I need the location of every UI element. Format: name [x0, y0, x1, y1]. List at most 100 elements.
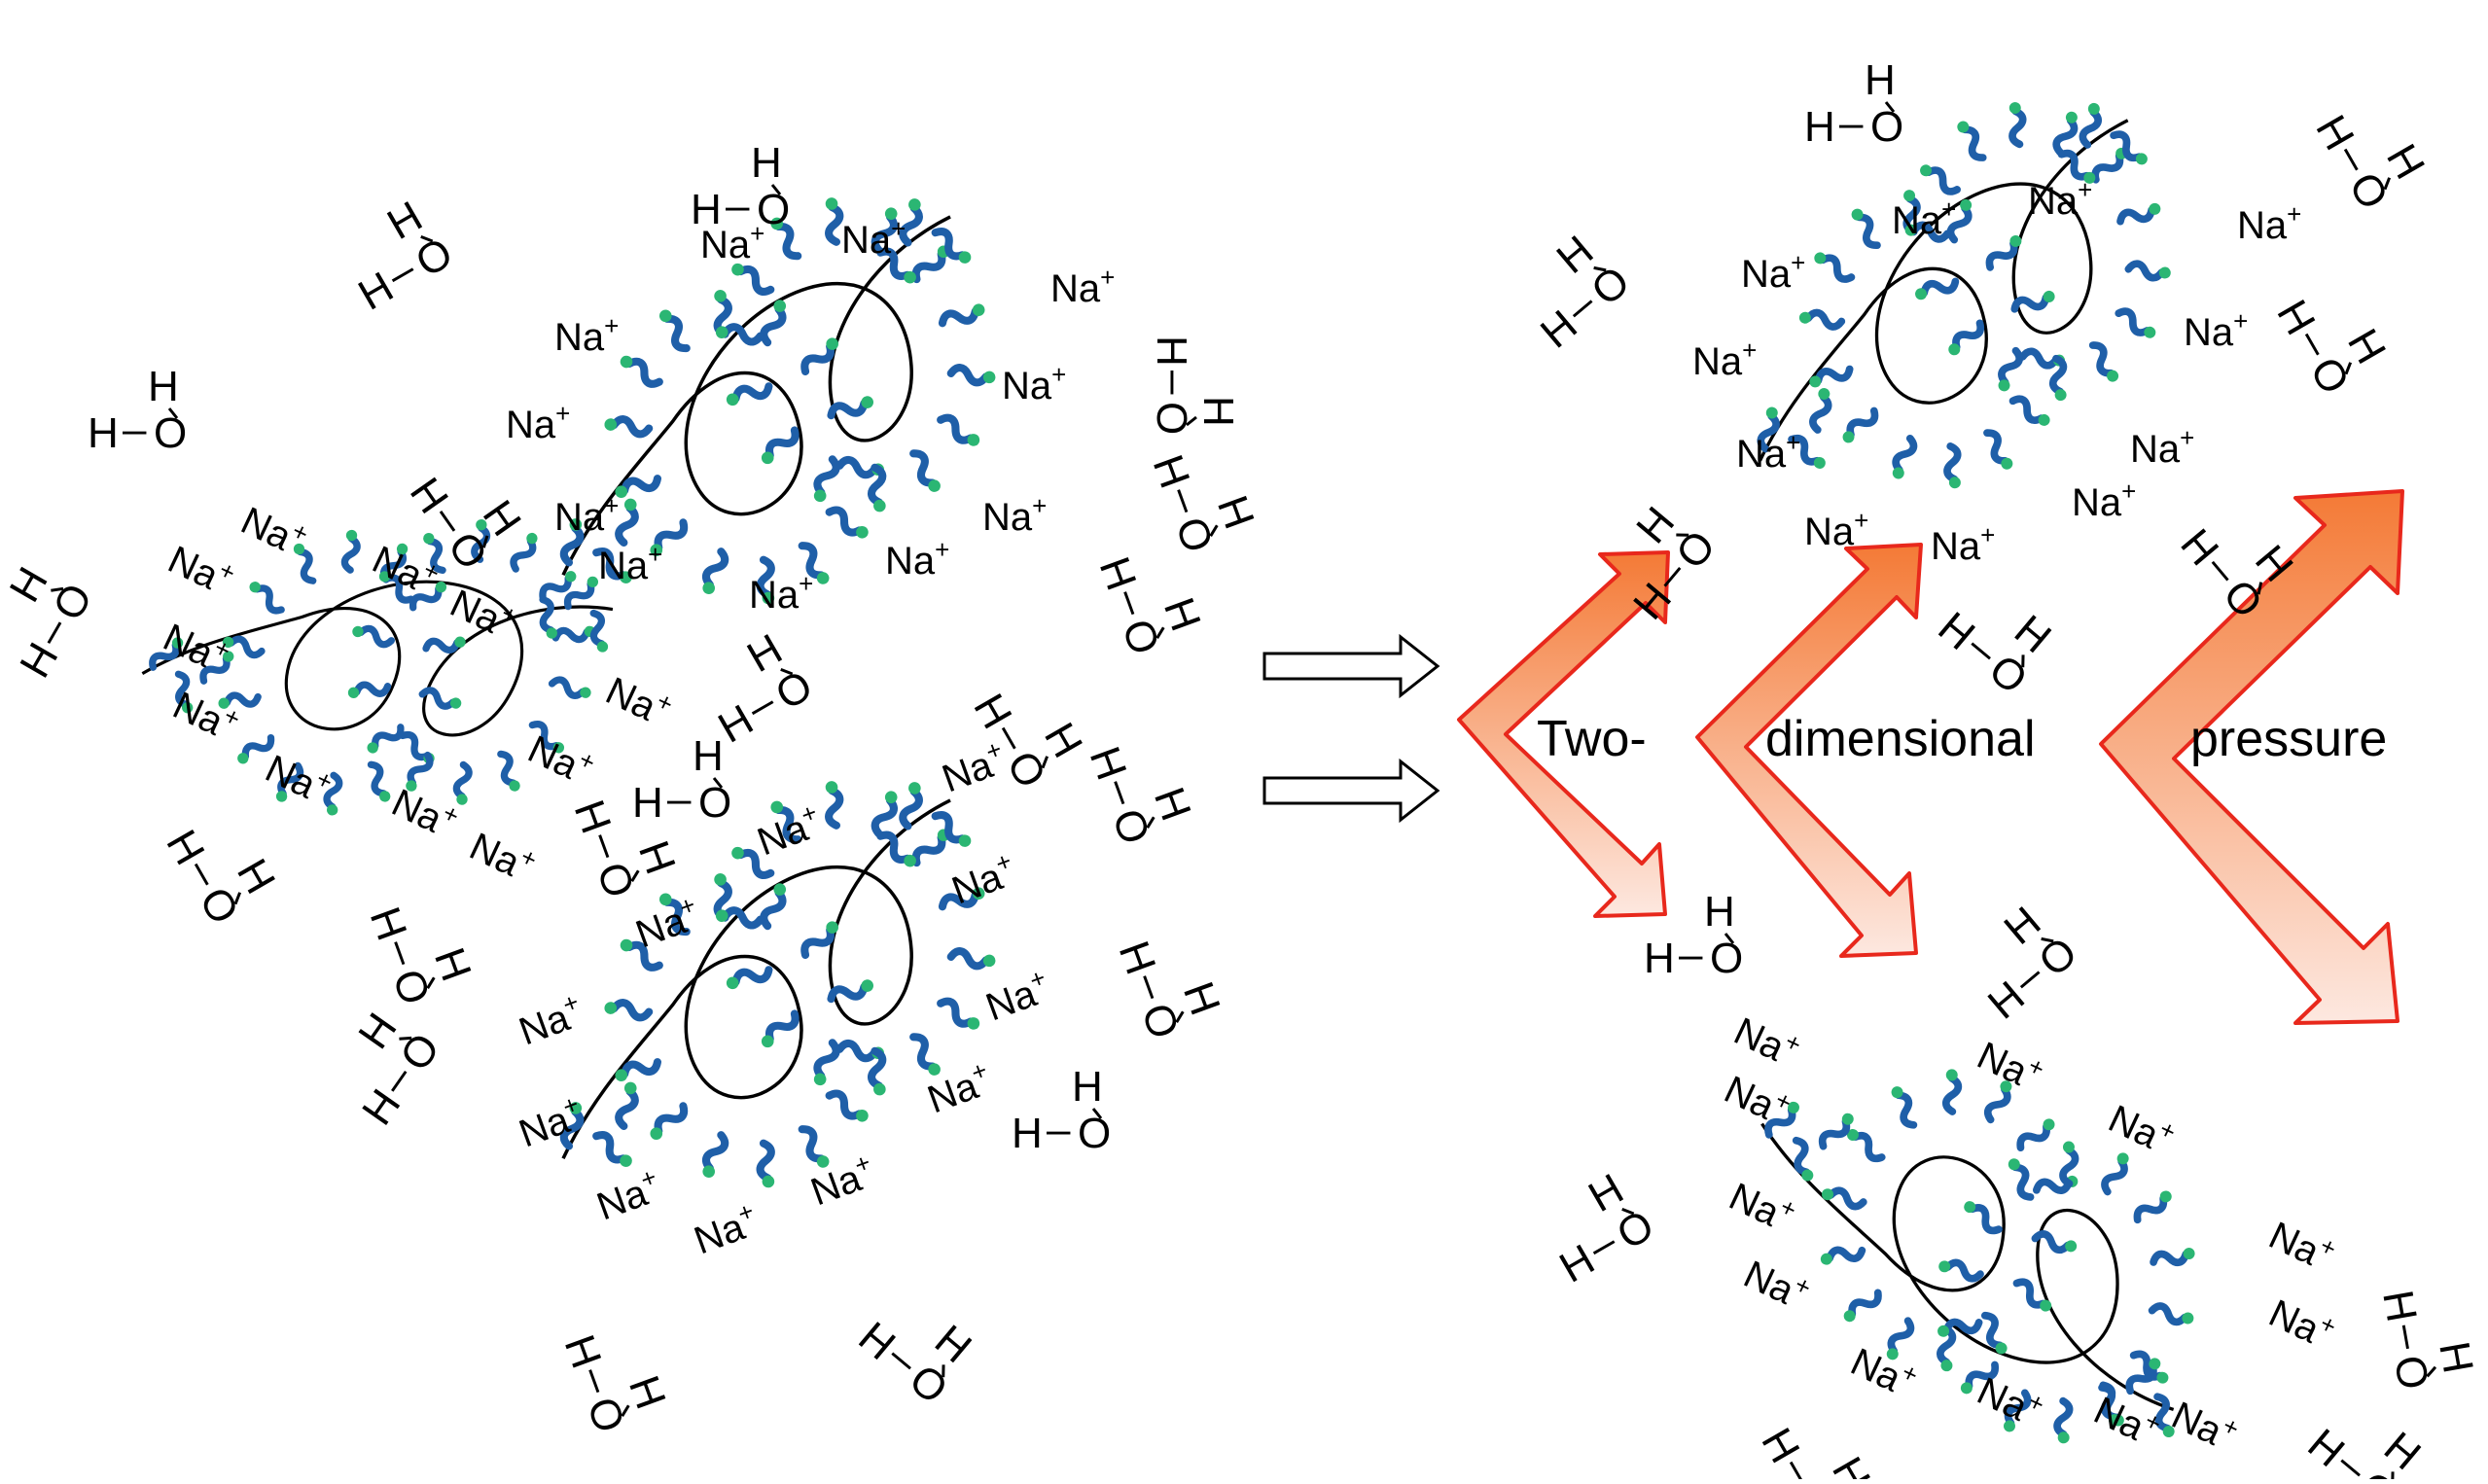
surfactant-chain	[1997, 349, 2022, 393]
surfactant-chain	[347, 681, 389, 700]
svg-text:H: H	[88, 409, 119, 457]
water-molecule-icon: H–OH	[632, 732, 731, 827]
sodium-ion-icon: Na+	[1002, 360, 1066, 407]
sodium-ion-icon: Na+	[161, 534, 240, 604]
micelle-icon	[473, 741, 1062, 1253]
water-molecule-icon: H–OH	[1110, 936, 1229, 1045]
surfactant-chain	[344, 530, 358, 571]
surfactant-chain	[950, 950, 996, 968]
svg-text:–: –	[667, 775, 692, 823]
surfactant-chain	[366, 762, 393, 804]
surfactant-chain	[725, 964, 771, 991]
surfactant-chain	[2016, 1116, 2057, 1153]
sodium-ion-icon: Na+	[2165, 1390, 2244, 1460]
surfactant-chain	[2057, 1401, 2070, 1444]
surfactant-chain	[618, 1081, 638, 1128]
svg-text:O: O	[698, 779, 731, 827]
surfactant-chain	[762, 881, 788, 928]
surfactant-chain	[1849, 206, 1882, 249]
sodium-ion-icon: Na+	[1971, 1030, 2049, 1100]
surfactant-chain	[1807, 364, 1851, 390]
svg-text:H: H	[1644, 935, 1675, 982]
sodium-ion-icon: Na+	[589, 1162, 666, 1229]
surfactant-chain	[2009, 396, 2052, 429]
surfactant-chain	[826, 1090, 871, 1124]
surfactant-chain	[1820, 1245, 1864, 1267]
surfactant-chain	[365, 723, 404, 756]
sodium-ion-icon: Na+	[982, 491, 1047, 539]
surfactant-chain	[247, 579, 285, 614]
water-molecule-icon: H–OH	[850, 1313, 980, 1413]
surfactant-chain	[907, 450, 942, 495]
water-molecule-icon: H–OH	[1, 559, 102, 686]
surfactant-chain	[1918, 162, 1961, 195]
sodium-ion-icon: Na+	[2130, 423, 2194, 471]
caption-dimensional: dimensional	[1765, 711, 2036, 767]
surfactant-chain	[1982, 430, 2015, 473]
surfactant-chain	[2128, 263, 2172, 279]
surfactant-chain	[604, 417, 650, 435]
surfactant-chain	[351, 624, 393, 646]
surfactant-chain	[1955, 119, 1988, 161]
surfactant-chain	[825, 196, 843, 242]
surfactant-chain	[931, 228, 974, 266]
surfactant-chain	[456, 764, 470, 805]
surfactant-chain	[1791, 1139, 1816, 1183]
svg-text:O: O	[1870, 103, 1903, 151]
surfactant-chain	[551, 678, 592, 699]
surfactant-chain	[2006, 1156, 2036, 1200]
svg-text:O: O	[154, 409, 187, 457]
surfactant-chain	[2115, 308, 2158, 341]
surfactant-chain	[1891, 437, 1916, 480]
surfactant-chain	[797, 1126, 832, 1171]
svg-text:O: O	[1710, 935, 1743, 982]
surfactant-chain	[812, 457, 838, 504]
svg-text:O: O	[1078, 1110, 1111, 1157]
sodium-ion-icon: Na+	[1723, 1171, 1801, 1241]
surfactant-chain	[495, 752, 522, 794]
water-molecule-icon: H–OH	[361, 901, 480, 1011]
sodium-ion-icon: Na+	[1892, 194, 1956, 242]
svg-text:H: H	[148, 363, 179, 410]
sodium-ion-icon: Na+	[1741, 248, 1805, 296]
sodium-ion-icon: Na+	[2072, 477, 2136, 524]
surfactant-chain	[941, 301, 987, 329]
surfactant-chain	[2087, 342, 2120, 385]
surfactant-chain	[2152, 1246, 2196, 1268]
svg-text:H: H	[1072, 1063, 1103, 1111]
surfactant-chain	[1944, 445, 1962, 489]
surfactant-chain	[604, 1001, 650, 1018]
surfactant-chain	[2118, 201, 2162, 228]
process-arrow-icon	[1262, 758, 1440, 824]
surfactant-chain	[1811, 387, 1830, 431]
micelle-icon	[1760, 1032, 2242, 1467]
water-molecule-icon: H–OH	[349, 1005, 449, 1133]
sodium-ion-icon: Na+	[700, 219, 764, 266]
surfactant-chain	[614, 1056, 660, 1083]
water-molecule-icon: H–OH	[351, 193, 461, 320]
pressure-arrow-icon	[1695, 543, 1923, 958]
surfactant-chain	[757, 1143, 775, 1188]
water-molecule-icon: H–OH	[1552, 1165, 1662, 1292]
surfactant-chain	[931, 811, 974, 850]
sodium-ion-icon: Na+	[2102, 1093, 2181, 1163]
sodium-ion-icon: Na+	[2262, 1210, 2341, 1280]
process-arrow-icon	[1262, 633, 1440, 699]
svg-text:–: –	[1679, 931, 1703, 978]
surfactant-chain	[657, 307, 692, 352]
surfactant-chain	[587, 612, 609, 654]
sodium-ion-icon: Na+	[1736, 428, 1800, 476]
surfactant-chain	[1945, 319, 1984, 358]
sodium-ion-icon: Na+	[554, 491, 619, 539]
svg-text:–: –	[1047, 1106, 1071, 1153]
svg-text:–: –	[1152, 371, 1199, 395]
pressure-arrow-icon	[2099, 489, 2404, 1025]
surfactant-chain	[759, 426, 800, 467]
svg-text:O: O	[757, 186, 790, 233]
surfactant-chain	[1798, 311, 1842, 328]
water-molecule-icon: H–OH	[1012, 1063, 1111, 1157]
surfactant-chain	[1962, 1198, 2003, 1234]
surfactant-chain	[1841, 1288, 1882, 1325]
